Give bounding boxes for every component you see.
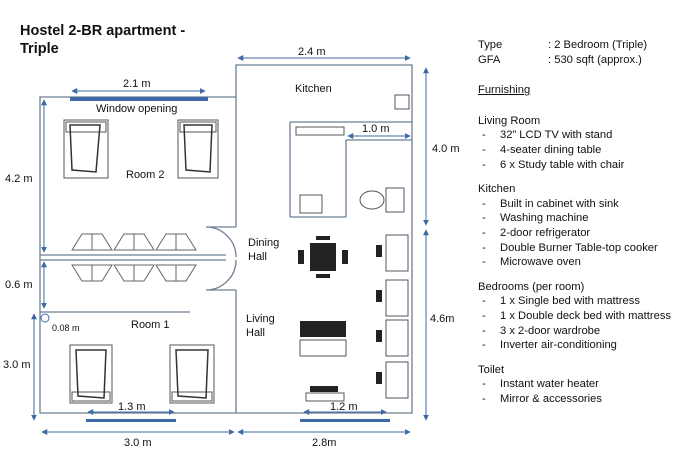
item-text: Instant water heater xyxy=(500,378,599,391)
dim-1-0: 1.0 m xyxy=(362,123,390,135)
list-item: -Microwave oven xyxy=(482,256,581,269)
dim-2-4: 2.4 m xyxy=(298,46,326,58)
item-text: 3 x 2-door wardrobe xyxy=(500,324,601,337)
walls xyxy=(39,64,413,414)
floor-plan: Kitchen Window opening Room 2 Room 1 Din… xyxy=(3,46,460,449)
dim-4-2: 4.2 m xyxy=(5,173,33,185)
dining-label: Dining xyxy=(248,237,279,249)
window-bottom-right xyxy=(300,419,390,422)
item-text: Inverter air-conditioning xyxy=(500,339,617,352)
dim-3-0-vertical: 3.0 m xyxy=(3,359,31,371)
list-item: -32” LCD TV with stand xyxy=(482,129,613,142)
study-tables-right xyxy=(376,234,409,399)
item-text: 6 x Study table with chair xyxy=(500,158,625,171)
kitchen-label: Kitchen xyxy=(295,83,332,95)
list-item: -6 x Study table with chair xyxy=(482,158,625,171)
list-item: -Double Burner Table-top cooker xyxy=(482,241,658,254)
item-text: Microwave oven xyxy=(500,256,581,269)
list-item: -4-seater dining table xyxy=(482,143,602,156)
item-text: Mirror & accessories xyxy=(500,392,602,405)
bed-room2-right xyxy=(177,119,219,179)
room2-label: Room 2 xyxy=(126,169,165,181)
dim-4-6: 4.6m xyxy=(430,313,454,325)
bed-room1-right xyxy=(169,344,215,404)
list-item: -Inverter air-conditioning xyxy=(482,339,617,352)
section-toilet: Toilet -Instant water heater -Mirror & a… xyxy=(478,363,700,407)
study-tables-centre xyxy=(299,321,347,402)
dining-label-2: Hall xyxy=(248,251,267,263)
item-text: 4-seater dining table xyxy=(500,143,602,156)
section-living-room: Living Room -32” LCD TV with stand -4-se… xyxy=(478,114,700,172)
dim-2-8: 2.8m xyxy=(312,437,336,449)
spec-key: Type xyxy=(478,39,503,51)
section-heading: Bedrooms (per room) xyxy=(478,280,585,293)
item-text: 32” LCD TV with stand xyxy=(500,129,613,142)
section-bedrooms: Bedrooms (per room) -1 x Single bed with… xyxy=(478,280,700,353)
living-label-2: Hall xyxy=(246,327,265,339)
spec-row: GFA : 530 sqft (approx.) xyxy=(478,53,700,68)
dim-1-3: 1.3 m xyxy=(118,401,146,413)
spec-row: Type : 2 Bedroom (Triple) xyxy=(478,38,700,53)
window-bottom-left xyxy=(86,419,176,422)
wardrobes-room2 xyxy=(71,233,197,251)
dim-2-1: 2.1 m xyxy=(123,78,151,90)
dim-3-0-horizontal: 3.0 m xyxy=(124,437,152,449)
item-text: 1 x Double deck bed with mattress xyxy=(500,309,672,322)
section-kitchen: Kitchen -Built in cabinet with sink -Was… xyxy=(478,182,700,270)
dim-0-6: 0.6 m xyxy=(5,279,33,291)
dining-table xyxy=(298,236,348,278)
list-item: -Mirror & accessories xyxy=(482,392,602,405)
dim-4-0: 4.0 m xyxy=(432,143,460,155)
spec-value: : 2 Bedroom (Triple) xyxy=(548,39,648,51)
wardrobes-room1 xyxy=(71,264,197,282)
spec-key: GFA xyxy=(478,53,501,66)
item-text: 2-door refrigerator xyxy=(500,226,591,239)
section-heading: Toilet xyxy=(478,363,505,376)
spec-value: : 530 sqft (approx.) xyxy=(548,53,642,66)
item-text: 1 x Single bed with mattress xyxy=(500,295,640,308)
kitchen-counter xyxy=(295,94,410,214)
dim-1-2: 1.2 m xyxy=(330,401,358,413)
plan-title: Hostel 2-BR apartment - Triple xyxy=(20,23,186,57)
item-text: Double Burner Table-top cooker xyxy=(500,241,658,254)
doors xyxy=(205,226,237,291)
list-item: -Built in cabinet with sink xyxy=(482,197,619,210)
toilet-icon xyxy=(359,187,405,213)
window-label: Window opening xyxy=(96,103,177,115)
section-heading: Living Room xyxy=(478,114,541,127)
list-item: -1 x Single bed with mattress xyxy=(482,295,640,308)
list-item: -Instant water heater xyxy=(482,378,599,391)
list-item: -Washing machine xyxy=(482,212,589,225)
furnishing-heading: Furnishing xyxy=(478,84,531,97)
section-heading: Kitchen xyxy=(478,183,516,196)
bed-room1-left xyxy=(69,344,113,404)
list-item: -3 x 2-door wardrobe xyxy=(482,324,601,337)
list-item: -1 x Double deck bed with mattress xyxy=(482,309,672,322)
dimensions xyxy=(31,55,429,435)
item-text: Washing machine xyxy=(500,212,589,225)
bed-room2-left xyxy=(63,119,109,179)
list-item: -2-door refrigerator xyxy=(482,226,591,239)
room1-label: Room 1 xyxy=(131,319,170,331)
spec-panel: Type : 2 Bedroom (Triple) GFA : 530 sqft… xyxy=(478,38,700,406)
living-label: Living xyxy=(246,313,275,325)
dim-0-08: 0.08 m xyxy=(52,323,80,333)
window-opening-top xyxy=(70,97,208,101)
item-text: Built in cabinet with sink xyxy=(500,197,619,210)
